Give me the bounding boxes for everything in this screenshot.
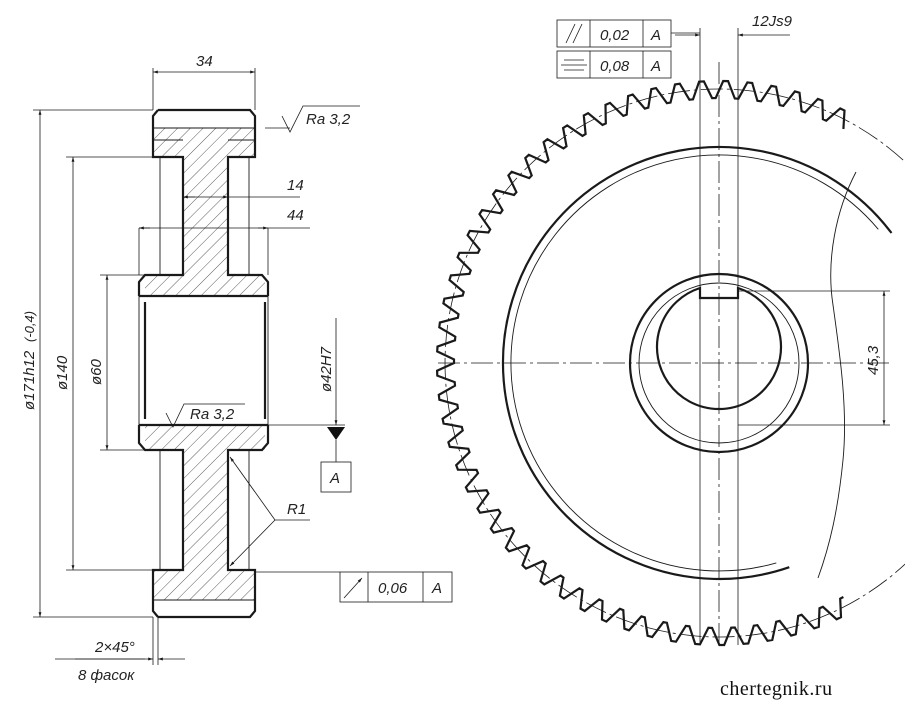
dim-dia-tip-tol: (-0,4) [22,311,37,342]
dim-34-label: 34 [196,53,213,70]
dim-dia-140-label: ø140 [54,355,71,390]
tolerance-parallel-value: 0,02 [600,27,630,44]
dim-key-width-label: 12Js9 [752,13,793,30]
dim-14: 14 [182,177,304,199]
dim-dia-60-label: ø60 [88,358,105,385]
dim-bore: ø42H7 A [265,318,352,493]
pitch-circle [444,88,905,638]
tolerance-symmetry: 0,08 A [556,50,672,79]
chamfer-callout: 2×45° 8 фасок [55,617,185,684]
tolerance-runout-datum: A [431,580,442,597]
break-line [817,171,857,579]
dim-44: 44 [138,207,310,275]
section-view [137,108,270,619]
dim-key-width: 12Js9 [675,13,793,37]
roughness-bore-label: Ra 3,2 [190,406,235,423]
dim-dia-tip-label: ø171h12 [21,350,38,410]
tolerance-parallel: 0,02 A [556,19,700,48]
section-hatch-upper [145,128,265,296]
dim-bore-label: ø42H7 [318,346,335,392]
radius-leader: R1 [229,456,310,567]
datum-box [320,461,352,493]
tolerance-runout: 0,06 A [255,571,453,603]
dim-14-label: 14 [287,177,304,194]
tolerance-symmetry-value: 0,08 [600,58,630,75]
rim-inner-circle [510,154,879,572]
section-hatch-lower [145,425,265,600]
tolerance-runout-value: 0,06 [378,580,408,597]
tolerance-parallel-datum: A [650,27,661,44]
chamfer-count-label: 8 фасок [78,667,135,684]
roughness-bore: Ra 3,2 [165,403,245,428]
dim-key-depth: 45,3 [738,290,890,426]
datum-triangle [327,427,345,440]
dim-key-depth-label: 45,3 [865,345,882,375]
radius-label: R1 [287,501,306,518]
dim-34: 34 [152,53,256,110]
dim-dia-60: ø60 [88,274,145,451]
roughness-top: Ra 3,2 [265,105,360,133]
chamfer-label: 2×45° [94,639,135,656]
roughness-top-label: Ra 3,2 [306,111,351,128]
rim-outer-circle [501,145,893,581]
watermark: chertegnik.ru [720,678,833,700]
front-view [435,28,905,648]
datum-label: A [329,470,340,487]
tolerance-symmetry-datum: A [650,58,661,75]
bore-keyway [655,286,783,411]
dim-dia-140: ø140 [54,156,183,571]
dim-44-label: 44 [287,207,304,224]
dim-dia-tip: ø171h12 (-0,4) [21,109,153,618]
